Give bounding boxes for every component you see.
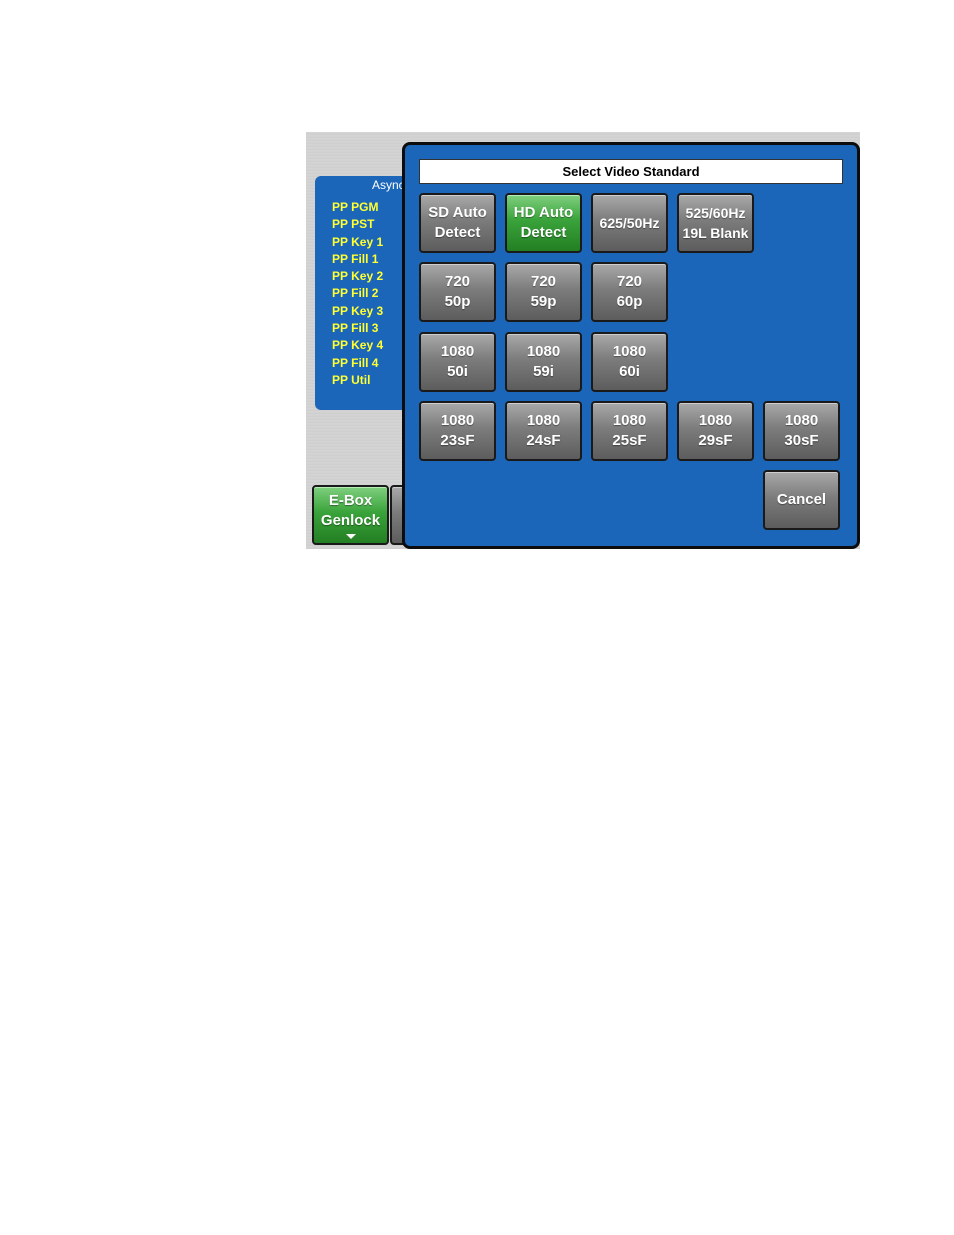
1080-59i-button[interactable]: 1080 59i (505, 332, 582, 392)
async-item-pp-fill-1[interactable]: PP Fill 1 (332, 251, 379, 266)
button-line2: 60p (616, 293, 643, 310)
button-line1: 1080 (698, 412, 733, 429)
async-list: PP PGM PP PST PP Key 1 PP Fill 1 PP Key … (332, 199, 383, 389)
button-line1: 720 (530, 273, 557, 290)
720-60p-button[interactable]: 720 60p (591, 262, 668, 322)
button-line1: HD Auto (513, 204, 574, 221)
button-line2: 60i (619, 363, 640, 380)
button-line1: 1080 (612, 343, 647, 360)
async-item-pp-key-1[interactable]: PP Key 1 (332, 234, 384, 249)
button-line2: 24sF (526, 432, 561, 449)
async-item-pp-fill-4[interactable]: PP Fill 4 (332, 355, 379, 370)
button-line2: 25sF (612, 432, 647, 449)
async-item-pp-fill-3[interactable]: PP Fill 3 (332, 321, 379, 336)
1080-60i-button[interactable]: 1080 60i (591, 332, 668, 392)
hd-auto-detect-button[interactable]: HD Auto Detect (505, 193, 582, 253)
button-line2: 19L Blank (682, 225, 749, 241)
cancel-label: Cancel (776, 491, 827, 508)
720-50p-button[interactable]: 720 50p (419, 262, 496, 322)
ebox-genlock-line1: E-Box (328, 492, 373, 509)
button-line1: 1080 (440, 412, 475, 429)
button-line1: SD Auto (428, 204, 487, 221)
1080-23sf-button[interactable]: 1080 23sF (419, 401, 496, 461)
button-line1: 625/50Hz (599, 215, 660, 231)
button-line1: 1080 (612, 412, 647, 429)
ebox-genlock-button[interactable]: E-Box Genlock (312, 485, 389, 545)
625-50hz-button[interactable]: 625/50Hz (591, 193, 668, 253)
cancel-button[interactable]: Cancel (763, 470, 840, 530)
sd-auto-detect-button[interactable]: SD Auto Detect (419, 193, 496, 253)
async-item-pp-key-4[interactable]: PP Key 4 (332, 338, 384, 353)
dialog-title: Select Video Standard (419, 159, 843, 184)
async-item-pp-fill-2[interactable]: PP Fill 2 (332, 286, 379, 301)
525-60hz-19l-blank-button[interactable]: 525/60Hz 19L Blank (677, 193, 754, 253)
async-item-pp-pgm[interactable]: PP PGM (332, 200, 379, 214)
button-line1: 1080 (526, 412, 561, 429)
button-line2: Detect (520, 224, 567, 241)
button-line2: Detect (434, 224, 481, 241)
1080-25sf-button[interactable]: 1080 25sF (591, 401, 668, 461)
dropdown-arrow-icon (345, 534, 356, 539)
video-standard-screen: Async PP PGM PP PST PP Key 1 PP Fill 1 P… (306, 132, 860, 549)
async-item-pp-util[interactable]: PP Util (332, 372, 371, 387)
button-line2: 50p (444, 293, 471, 310)
button-line1: 720 (616, 273, 643, 290)
button-line2: 50i (447, 363, 468, 380)
button-line1: 1080 (784, 412, 819, 429)
async-item-pp-key-3[interactable]: PP Key 3 (332, 303, 384, 318)
async-panel-title: Async (372, 178, 405, 192)
1080-29sf-button[interactable]: 1080 29sF (677, 401, 754, 461)
button-line2: 23sF (440, 432, 475, 449)
button-line2: 59i (533, 363, 554, 380)
select-video-standard-dialog: Select Video Standard SD Auto Detect HD … (402, 142, 860, 549)
button-line1: 1080 (526, 343, 561, 360)
1080-50i-button[interactable]: 1080 50i (419, 332, 496, 392)
button-line2: 59p (530, 293, 557, 310)
button-line1: 720 (444, 273, 471, 290)
ebox-genlock-line2: Genlock (320, 512, 381, 529)
1080-30sf-button[interactable]: 1080 30sF (763, 401, 840, 461)
async-item-pp-pst[interactable]: PP PST (332, 217, 375, 232)
720-59p-button[interactable]: 720 59p (505, 262, 582, 322)
button-line1: 1080 (440, 343, 475, 360)
button-line2: 30sF (784, 432, 819, 449)
1080-24sf-button[interactable]: 1080 24sF (505, 401, 582, 461)
button-line1: 525/60Hz (685, 205, 746, 221)
button-line2: 29sF (698, 432, 733, 449)
async-item-pp-key-2[interactable]: PP Key 2 (332, 269, 384, 284)
